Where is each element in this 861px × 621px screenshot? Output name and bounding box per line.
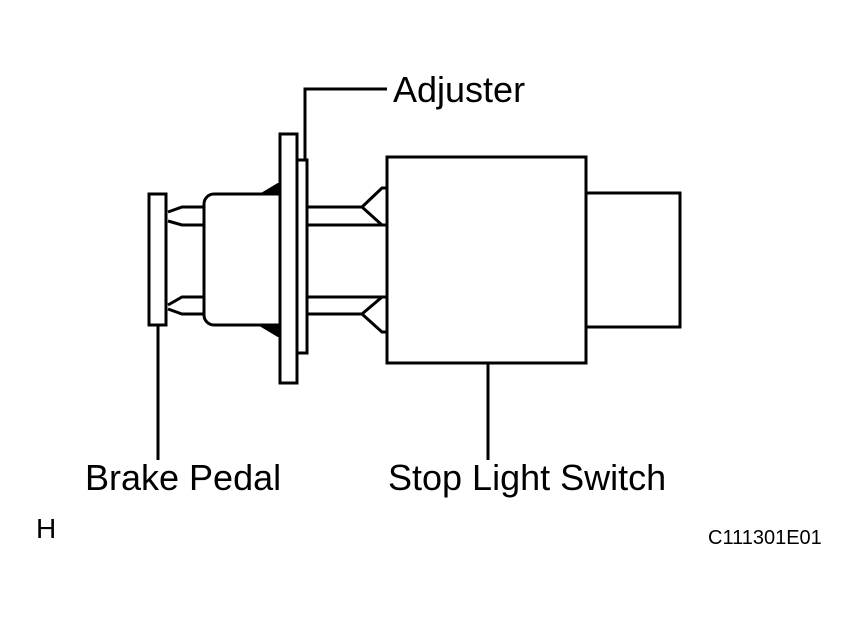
switch-connector (584, 191, 682, 329)
view-marker-label: H (36, 513, 57, 544)
brake-pedal-label: Brake Pedal (85, 457, 282, 498)
stop-light-switch-label: Stop Light Switch (388, 457, 667, 498)
adjuster-leader-line (303, 87, 387, 160)
stop-light-switch-body (385, 155, 588, 365)
brake-pedal-plate (147, 192, 168, 327)
lock-nut (202, 183, 291, 337)
adjuster-label: Adjuster (393, 69, 526, 110)
adjuster-washer (278, 132, 309, 385)
figure-code-label: C111301E01 (708, 527, 822, 549)
switch-taper-collar (359, 186, 390, 334)
